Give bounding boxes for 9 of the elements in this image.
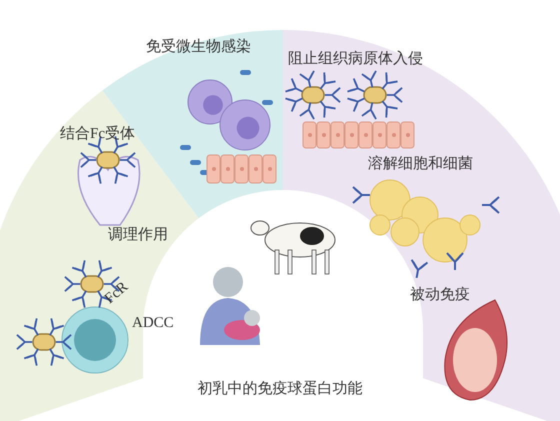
function-label: 阻止组织病原体入侵 <box>288 50 423 68</box>
function-label: 结合Fc受体 <box>60 125 135 143</box>
function-label: ADCC <box>132 314 174 332</box>
function-label: 被动免疫 <box>410 286 470 304</box>
function-label: 免受微生物感染 <box>146 38 251 56</box>
receptor-label: FcR <box>101 278 132 308</box>
function-label: 溶解细胞和细菌 <box>368 155 473 173</box>
diagram-title: 初乳中的免疫球蛋白功能 <box>196 380 364 398</box>
function-label: 调理作用 <box>108 226 168 244</box>
